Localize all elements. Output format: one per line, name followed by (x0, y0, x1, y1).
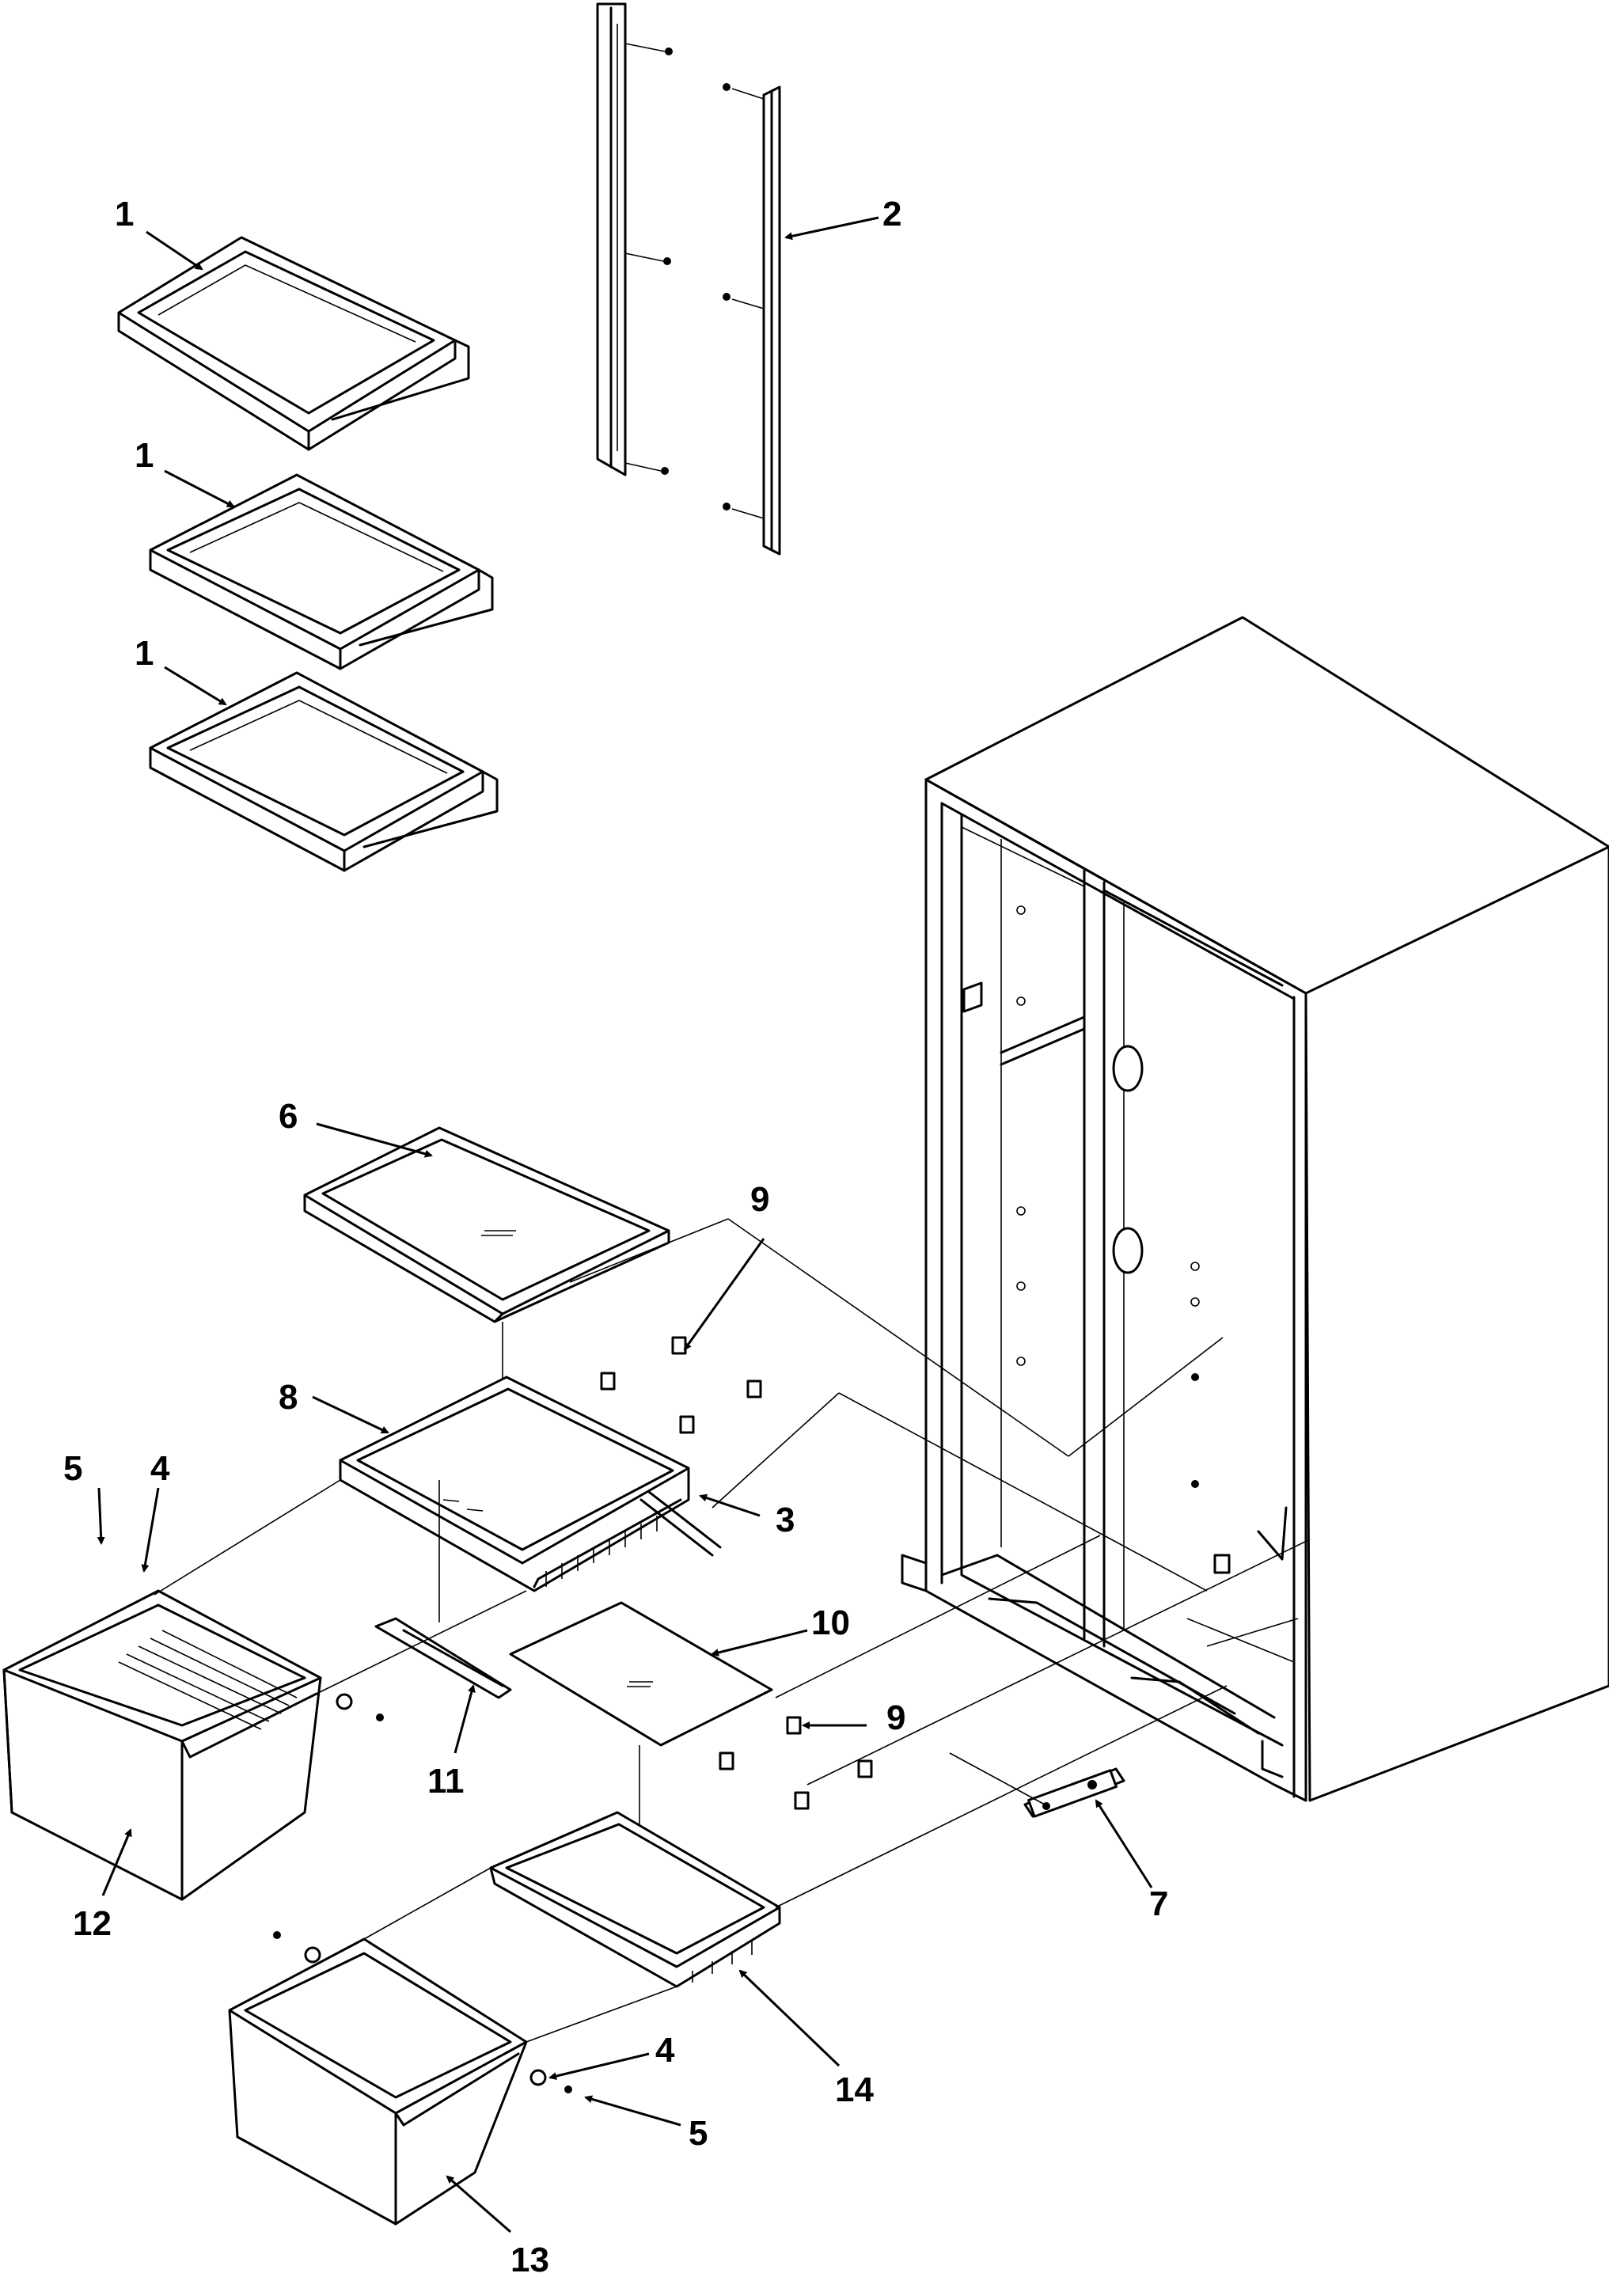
callout-12: 12 (73, 1904, 112, 1943)
crisper-divider (374, 1480, 512, 1699)
crisper-cover-frame (339, 1376, 722, 1592)
callout-8: 8 (279, 1378, 298, 1417)
leader-lines (97, 216, 1153, 2233)
callout-2: 2 (882, 195, 901, 233)
callout-labels: 1 2 1 1 6 9 8 3 5 4 10 11 9 12 7 4 14 5 … (63, 195, 1168, 2279)
shelf-1-top (117, 236, 470, 451)
callout-1-top: 1 (115, 195, 134, 233)
refrigerator-cabinet (901, 616, 1609, 1802)
callout-5-upper: 5 (63, 1449, 82, 1488)
callout-1-middle: 1 (135, 436, 154, 475)
callout-3: 3 (776, 1501, 795, 1539)
crisper-drawer-lower (228, 1931, 572, 2226)
shelf-1-bottom (149, 671, 499, 872)
callout-7: 7 (1149, 1884, 1168, 1923)
shelf-clips (600, 1336, 873, 1810)
callout-14: 14 (835, 2070, 874, 2109)
callout-4-lower: 4 (655, 2031, 675, 2070)
callout-13: 13 (510, 2241, 549, 2279)
callout-5-lower: 5 (689, 2114, 708, 2153)
shelf-rail-left (596, 2, 673, 476)
crisper-cover-lower (489, 1811, 781, 1988)
crisper-bracket (1023, 1767, 1125, 1818)
glass-shelf (303, 1126, 670, 1393)
callout-10: 10 (811, 1603, 850, 1642)
callout-1-bottom: 1 (135, 634, 154, 673)
callout-4-upper: 4 (150, 1449, 170, 1488)
callout-6: 6 (279, 1097, 298, 1136)
callout-9-upper: 9 (750, 1180, 769, 1219)
callout-9-lower: 9 (886, 1698, 905, 1737)
shelf-rail-right (723, 83, 781, 556)
shelf-1-middle (149, 473, 494, 670)
callout-11: 11 (427, 1762, 465, 1801)
crisper-drawer-left (2, 1589, 384, 1901)
guide-lines (154, 1218, 1311, 2043)
